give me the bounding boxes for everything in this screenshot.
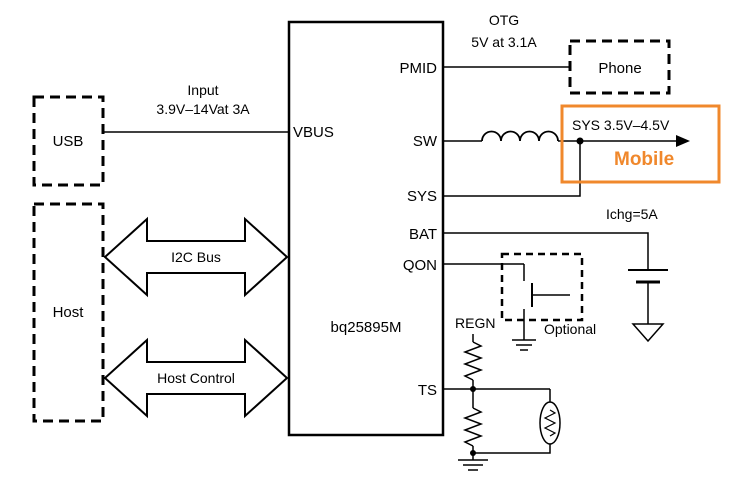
mobile-label: Mobile xyxy=(614,149,674,170)
regn-label: REGN xyxy=(455,315,495,331)
host-block xyxy=(32,202,105,423)
i2c-bus-arrow xyxy=(103,216,289,298)
pin-qon: QON xyxy=(403,257,437,274)
inductor-symbol xyxy=(481,130,559,142)
host-control-label: Host Control xyxy=(157,370,235,386)
ground-node-dot xyxy=(470,450,476,456)
bat-wire xyxy=(443,232,649,270)
host-control-arrow xyxy=(103,337,289,419)
thermistor-resistor xyxy=(543,409,557,437)
resistor-lower xyxy=(462,407,484,447)
pin-bat: BAT xyxy=(409,226,437,243)
sys-highlight-box xyxy=(560,104,721,184)
otg-title: OTG xyxy=(489,12,519,28)
input-title: Input xyxy=(187,82,218,98)
pin-ts: TS xyxy=(418,382,437,399)
phone-label: Phone xyxy=(598,60,641,77)
pin-sys: SYS xyxy=(407,188,437,205)
optional-box xyxy=(500,252,584,322)
usb-label: USB xyxy=(53,133,84,150)
resistor-upper xyxy=(462,341,484,381)
sys-output-arrowhead xyxy=(676,135,690,147)
otg-spec: 5V at 3.1A xyxy=(471,34,537,50)
chip-body xyxy=(287,20,445,437)
host-label: Host xyxy=(53,304,85,321)
ts-node-dot xyxy=(470,386,476,392)
pin-pmid: PMID xyxy=(400,60,438,77)
phone-block xyxy=(568,39,671,95)
thermistor-return-wire xyxy=(473,389,551,454)
pin-sw: SW xyxy=(413,133,438,150)
ichg-label: Ichg=5A xyxy=(606,206,658,222)
thermistor-icon xyxy=(539,401,561,445)
optional-label: Optional xyxy=(544,321,596,337)
i2c-bus-label: I2C Bus xyxy=(171,249,221,265)
pin-vbus: VBUS xyxy=(293,124,334,141)
sys-feedback-wire xyxy=(443,141,581,197)
chip-name: bq25895M xyxy=(331,319,402,336)
battery-ground-icon xyxy=(631,323,665,343)
usb-block xyxy=(32,95,105,187)
input-spec: 3.9V–14Vat 3A xyxy=(156,101,250,117)
sys-range-label: SYS 3.5V–4.5V xyxy=(572,117,670,133)
